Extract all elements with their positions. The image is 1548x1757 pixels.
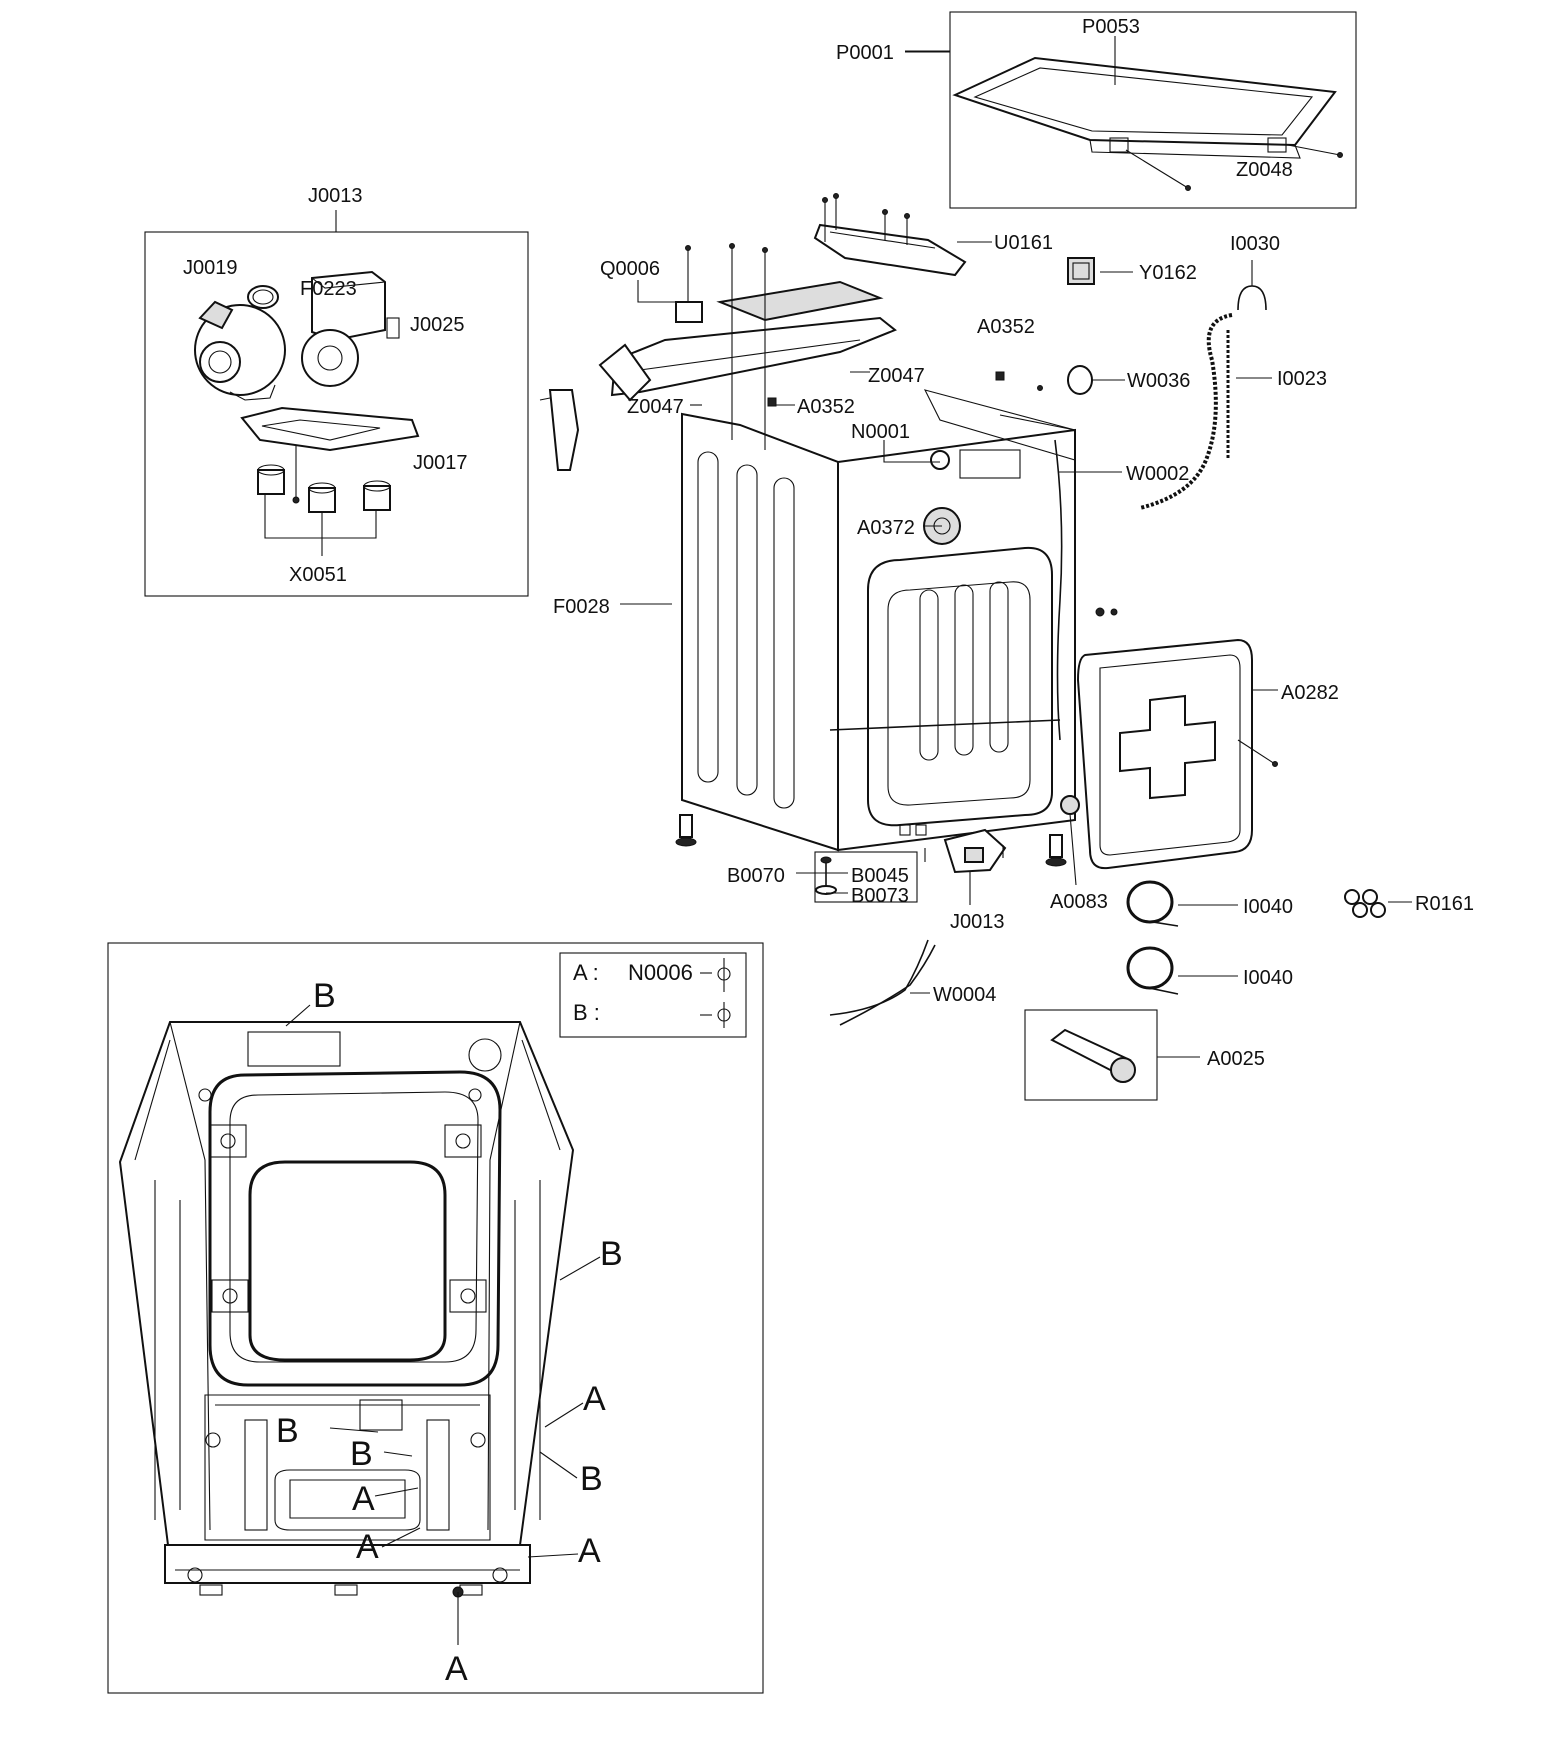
callout-f0028: F0028 xyxy=(553,596,610,618)
callout-u0161: U0161 xyxy=(994,232,1053,254)
callout-z0047-right: Z0047 xyxy=(868,365,925,387)
callout-q0006: Q0006 xyxy=(600,258,660,280)
leader-lines xyxy=(620,36,1412,1058)
callout-a0372: A0372 xyxy=(857,517,915,539)
callout-b0045: B0045 xyxy=(851,865,909,887)
callout-x0051: X0051 xyxy=(289,564,347,586)
top-cover-assembly xyxy=(949,11,1357,209)
drain-pump-assembly xyxy=(144,210,529,597)
callout-a0352-top: A0352 xyxy=(977,316,1035,338)
screw-a-icon xyxy=(700,958,731,992)
marker-b-top: B xyxy=(313,977,336,1015)
marker-a-inner-1: A xyxy=(352,1480,375,1518)
callout-j0013-pump: J0013 xyxy=(950,911,1005,933)
legend-a-key: A : xyxy=(573,960,599,985)
callout-labels: P0001 P0053 Z0048 J0013 J0019 F0223 J002… xyxy=(183,16,1474,1070)
callout-j0025: J0025 xyxy=(410,314,465,336)
callout-a0352-mid: A0352 xyxy=(797,396,855,418)
callout-j0019: J0019 xyxy=(183,257,238,279)
callout-y0162: Y0162 xyxy=(1139,262,1197,284)
marker-b-inner-2: B xyxy=(350,1435,373,1473)
marker-a-right-bottom: A xyxy=(578,1532,601,1570)
callout-n0001: N0001 xyxy=(851,421,910,443)
screw-legend: A : N0006 B : xyxy=(559,952,747,1038)
marker-a-bottom: A xyxy=(445,1650,468,1688)
callout-p0053: P0053 xyxy=(1082,16,1140,38)
marker-a-right-1: A xyxy=(583,1380,606,1418)
marker-b-right-upper: B xyxy=(600,1235,623,1273)
control-panel-parts xyxy=(539,193,1043,471)
legend-a-part: N0006 xyxy=(628,960,693,985)
callout-w0004: W0004 xyxy=(933,984,996,1006)
marker-pointers xyxy=(285,1004,601,1645)
callout-z0048: Z0048 xyxy=(1236,159,1293,181)
marker-b-inner-1: B xyxy=(276,1412,299,1450)
marker-b-right-lower: B xyxy=(580,1460,603,1498)
callout-i0040-b: I0040 xyxy=(1243,967,1293,989)
callout-j0017: J0017 xyxy=(413,452,468,474)
callout-r0161: R0161 xyxy=(1415,893,1474,915)
callout-i0023: I0023 xyxy=(1277,368,1327,390)
callout-a0282: A0282 xyxy=(1281,682,1339,704)
screw-b-icon xyxy=(700,1002,731,1028)
cabinet-f0028 xyxy=(675,389,1080,867)
callout-i0040-a: I0040 xyxy=(1243,896,1293,918)
callout-w0036: W0036 xyxy=(1127,370,1190,392)
right-side-parts xyxy=(814,257,1386,1101)
callout-f0223: F0223 xyxy=(300,278,357,300)
callout-b0073: B0073 xyxy=(851,885,909,907)
base-frame-drawing xyxy=(118,1021,575,1598)
callout-w0002: W0002 xyxy=(1126,463,1189,485)
legend-b-key: B : xyxy=(573,1000,600,1025)
callout-i0030: I0030 xyxy=(1230,233,1280,255)
leveling-foot-box xyxy=(814,851,918,903)
callout-p0001: P0001 xyxy=(836,42,894,64)
callout-a0083: A0083 xyxy=(1050,891,1108,913)
frame-markers: B B A B A B B A A A xyxy=(276,977,623,1688)
frame-detail-panel: A : N0006 B : xyxy=(107,942,764,1694)
marker-a-inner-2: A xyxy=(356,1528,379,1566)
callout-z0047-left: Z0047 xyxy=(627,396,684,418)
callout-j0013-box: J0013 xyxy=(308,185,363,207)
callout-b0070: B0070 xyxy=(727,865,785,887)
callout-a0025: A0025 xyxy=(1207,1048,1265,1070)
